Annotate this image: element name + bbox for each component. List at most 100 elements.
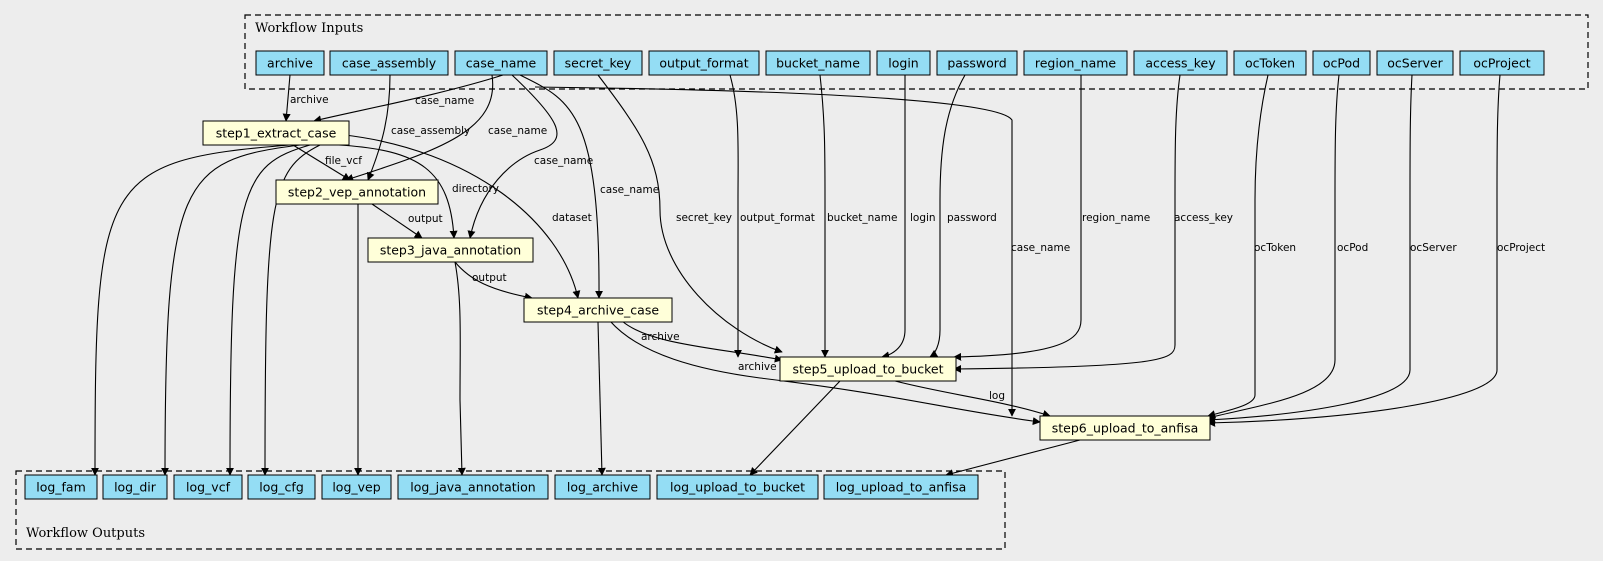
output-node-label: log_upload_to_anfisa	[836, 480, 967, 495]
edge-step4_archive_case-to-step5_upload_to_bucket	[621, 320, 783, 363]
input-node-case_assembly[interactable]: case_assembly	[329, 50, 449, 76]
step-node-step1_extract_case[interactable]: step1_extract_case	[202, 120, 350, 146]
step-node-box	[367, 237, 534, 263]
output-node-log_cfg[interactable]: log_cfg	[247, 474, 316, 500]
edge-label-region_name-to-step5_upload_to_bucket: region_name	[1082, 212, 1150, 224]
edge-label-step3_java_annotation-to-step4_archive_case: output	[472, 272, 507, 284]
edge-step5_upload_to_bucket-to-log_upload_to_bucket	[749, 380, 841, 476]
edge-ocPod-to-step6_upload_to_anfisa	[1207, 74, 1340, 421]
input-node-archive[interactable]: archive	[255, 50, 325, 76]
output-node-log_vcf[interactable]: log_vcf	[173, 474, 243, 500]
edge-secret_key-to-step5_upload_to_bucket	[597, 74, 783, 354]
output-node-log_upload_to_bucket[interactable]: log_upload_to_bucket	[656, 474, 819, 500]
step-node-box	[523, 297, 673, 323]
output-node-box	[554, 474, 651, 500]
edge-label-step5_upload_to_bucket-to-step6_upload_to_anfisa: log	[989, 390, 1005, 402]
output-node-box	[823, 474, 979, 500]
input-node-label: bucket_name	[776, 56, 860, 71]
input-node-access_key[interactable]: access_key	[1133, 50, 1228, 76]
step-node-label: step6_upload_to_anfisa	[1052, 421, 1199, 436]
input-node-label: case_name	[466, 56, 537, 71]
input-node-box	[936, 50, 1018, 76]
step-node-step2_vep_annotation[interactable]: step2_vep_annotation	[275, 179, 439, 205]
edge-case_name-to-step4_archive_case	[519, 74, 604, 299]
edge-password-to-step5_upload_to_bucket	[929, 74, 966, 358]
edge-label-case_name-to-step3_java_annotation: case_name	[534, 155, 593, 167]
input-node-label: ocProject	[1473, 56, 1530, 71]
output-node-label: log_cfg	[259, 480, 304, 495]
step-node-box	[275, 179, 439, 205]
workflow-outputs-label: Workflow Outputs	[26, 526, 145, 541]
edge-case_name-to-step3_java_annotation	[467, 74, 558, 239]
edge-case_assembly-to-step2_vep_annotation	[366, 74, 391, 181]
step-node-step4_archive_case[interactable]: step4_archive_case	[523, 297, 673, 323]
edge-step5_upload_to_bucket-to-step6_upload_to_anfisa	[894, 380, 1051, 418]
input-node-output_format[interactable]: output_format	[648, 50, 760, 76]
edge-label-archive-to-step1_extract_case: archive	[290, 94, 329, 106]
input-node-label: case_assembly	[342, 56, 437, 71]
workflow-inputs-border	[244, 14, 1589, 90]
input-node-label: password	[947, 56, 1006, 71]
edge-output_format-to-step5_upload_to_bucket	[729, 74, 742, 358]
input-node-box	[454, 50, 548, 76]
edge-archive-to-step1_extract_case	[282, 74, 291, 122]
edge-label-ocProject-to-step6_upload_to_anfisa: ocProject	[1497, 242, 1545, 254]
output-node-label: log_vcf	[186, 480, 231, 495]
edge-step2_vep_annotation-to-step3_java_annotation	[371, 203, 423, 239]
output-node-log_fam[interactable]: log_fam	[24, 474, 98, 500]
output-node-log_upload_to_anfisa[interactable]: log_upload_to_anfisa	[823, 474, 979, 500]
output-node-box	[397, 474, 549, 500]
edge-step3_java_annotation-to-step4_archive_case	[454, 261, 533, 301]
input-node-ocToken[interactable]: ocToken	[1233, 50, 1307, 76]
input-node-label: ocServer	[1387, 56, 1443, 71]
input-node-ocPod[interactable]: ocPod	[1312, 50, 1371, 76]
input-node-label: region_name	[1035, 56, 1117, 71]
output-node-label: log_java_annotation	[410, 480, 535, 495]
output-node-label: log_archive	[567, 480, 638, 495]
output-node-box	[247, 474, 316, 500]
output-node-box	[321, 474, 392, 500]
output-node-log_vep[interactable]: log_vep	[321, 474, 392, 500]
output-node-label: log_dir	[114, 480, 157, 495]
output-node-label: log_vep	[332, 480, 380, 495]
input-node-box	[553, 50, 643, 76]
input-node-ocServer[interactable]: ocServer	[1376, 50, 1454, 76]
edge-label-step2_vep_annotation-to-step3_java_annotation: output	[408, 213, 443, 225]
input-node-password[interactable]: password	[936, 50, 1018, 76]
input-node-box	[765, 50, 871, 76]
input-node-ocProject[interactable]: ocProject	[1459, 50, 1545, 76]
output-node-log_dir[interactable]: log_dir	[102, 474, 168, 500]
step-node-step6_upload_to_anfisa[interactable]: step6_upload_to_anfisa	[1039, 415, 1211, 441]
input-node-case_name[interactable]: case_name	[454, 50, 548, 76]
output-node-box	[173, 474, 243, 500]
output-node-log_archive[interactable]: log_archive	[554, 474, 651, 500]
output-node-box	[656, 474, 819, 500]
edge-login-to-step5_upload_to_bucket	[881, 75, 906, 360]
step-node-step5_upload_to_bucket[interactable]: step5_upload_to_bucket	[779, 356, 957, 382]
edge-label-case_assembly-to-step2_vep_annotation: case_assembly	[391, 125, 470, 137]
edge-step6_upload_to_anfisa-to-log_upload_to_anfisa	[945, 439, 1081, 478]
edge-label-ocToken-to-step6_upload_to_anfisa: ocToken	[1254, 242, 1296, 254]
edge-case_name-to-step2_vep_annotation	[345, 74, 494, 182]
input-node-label: ocToken	[1245, 56, 1295, 71]
input-node-secret_key[interactable]: secret_key	[553, 50, 643, 76]
input-node-region_name[interactable]: region_name	[1023, 50, 1128, 76]
edge-ocServer-to-step6_upload_to_anfisa	[1207, 74, 1413, 424]
output-node-box	[102, 474, 168, 500]
input-node-bucket_name[interactable]: bucket_name	[765, 50, 871, 76]
output-node-label: log_fam	[36, 480, 86, 495]
input-node-label: secret_key	[565, 56, 632, 71]
edge-label-password-to-step5_upload_to_bucket: password	[947, 212, 997, 224]
edge-case_name-to-step1_extract_case	[313, 74, 504, 124]
output-node-log_java_annotation[interactable]: log_java_annotation	[397, 474, 549, 500]
output-node-label: log_upload_to_bucket	[670, 480, 805, 495]
workflow-inputs-cluster: Workflow Inputs	[244, 14, 1589, 90]
edge-label-step1_extract_case-to-step3_java_annotation: directory	[452, 183, 499, 195]
step-node-label: step1_extract_case	[216, 126, 337, 141]
edge-label-case_name-to-step6_upload_to_anfisa: case_name	[1011, 242, 1070, 254]
step-node-step3_java_annotation[interactable]: step3_java_annotation	[367, 237, 534, 263]
input-node-label: output_format	[659, 56, 748, 71]
input-node-login[interactable]: login	[876, 50, 931, 76]
